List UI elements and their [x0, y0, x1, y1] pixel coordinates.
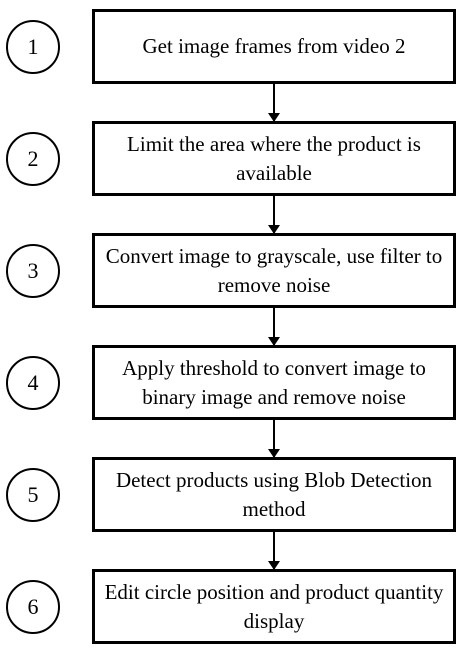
step-box-4: Apply threshold to convert image to bina…: [92, 345, 456, 420]
step-box-5: Detect products using Blob Detection met…: [92, 457, 456, 532]
step-number-1: 1: [6, 20, 60, 74]
step-text-3: Convert image to grayscale, use filter t…: [105, 243, 443, 297]
arrow-5-to-6: [268, 532, 280, 570]
step-text-4: Apply threshold to convert image to bina…: [122, 355, 426, 409]
step-text-5: Detect products using Blob Detection met…: [115, 467, 433, 521]
arrow-1-to-2: [268, 84, 280, 122]
step-box-3: Convert image to grayscale, use filter t…: [92, 233, 456, 308]
step-box-1: Get image frames from video 2: [92, 9, 456, 84]
arrow-3-to-4: [268, 308, 280, 346]
arrow-2-to-3: [268, 196, 280, 234]
arrow-4-to-5: [268, 420, 280, 458]
step-box-2: Limit the area where the product is avai…: [92, 121, 456, 196]
step-text-1: Get image frames from video 2: [142, 34, 406, 58]
step-text-2: Limit the area where the product is avai…: [127, 131, 421, 185]
step-text-6: Edit circle position and product quantit…: [104, 579, 444, 633]
step-number-6: 6: [6, 580, 60, 634]
step-number-3: 3: [6, 244, 60, 298]
step-number-4: 4: [6, 356, 60, 410]
step-box-6: Edit circle position and product quantit…: [92, 569, 456, 644]
step-number-2: 2: [6, 132, 60, 186]
step-number-5: 5: [6, 468, 60, 522]
